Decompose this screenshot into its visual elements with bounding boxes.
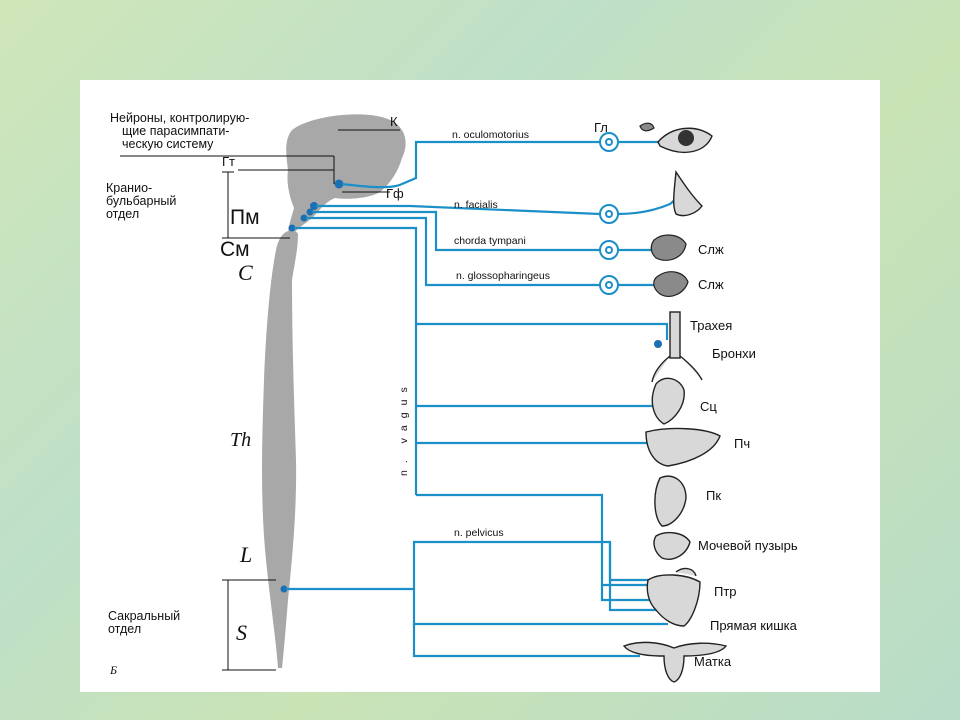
- label-pm: Пм: [230, 206, 260, 229]
- organ-bladder: Мочевой пузырь: [698, 538, 798, 553]
- parasympathetic-diagram: Нейроны, контролирую- щие парасимпати- ч…: [106, 111, 798, 683]
- label-k: К: [390, 114, 398, 129]
- label-l: L: [239, 542, 252, 567]
- pancreas-icon: [654, 475, 687, 527]
- uterus-icon: [622, 641, 728, 683]
- organ-rectum: Прямая кишка: [710, 618, 798, 633]
- nerve-glosso: n. glossopharingeus: [456, 270, 550, 282]
- cranio-label-3: отдел: [106, 207, 139, 221]
- label-gt: Гт: [222, 154, 235, 169]
- brainstem-nuclei: [280, 179, 344, 593]
- liver-icon: [645, 427, 721, 467]
- salivary-gland-icon: [650, 234, 689, 297]
- sacral-label-1: Сакральный: [108, 609, 180, 623]
- label-gl: Гл: [594, 120, 608, 135]
- sacral-label-2: отдел: [108, 622, 141, 636]
- nerve-oculomotorius: n. oculomotorius: [452, 129, 529, 141]
- section-brackets: [120, 129, 400, 671]
- nerve-pelvicus: n. pelvicus: [454, 527, 504, 539]
- neurons-label-3: ческую систему: [122, 137, 214, 151]
- organ-liver: Пч: [734, 436, 750, 451]
- nerve-vagus: n. vagus: [398, 380, 410, 476]
- organ-slzh-1: Слж: [698, 242, 724, 257]
- trachea-bronchi-icon: [651, 311, 703, 383]
- neurons-label-1: Нейроны, контролирую-: [110, 111, 249, 125]
- label-s: S: [236, 620, 247, 645]
- cranio-label-1: Кранио-: [106, 181, 152, 195]
- text-labels: Нейроны, контролирую- щие парасимпати- ч…: [106, 111, 798, 677]
- eye-icon: [639, 122, 713, 153]
- organ-slzh-2: Слж: [698, 277, 724, 292]
- nerve-facialis: n. facialis: [454, 199, 498, 211]
- neurons-label-2: щие парасимпати-: [122, 124, 229, 138]
- organ-pancreas: Пк: [706, 488, 721, 503]
- organ-heart: Сц: [700, 399, 717, 414]
- nerve-chorda: chorda tympani: [454, 235, 526, 247]
- heart-icon: [651, 377, 685, 425]
- label-th: Th: [230, 429, 251, 451]
- label-c: C: [238, 260, 253, 285]
- ganglia: [599, 132, 619, 295]
- label-b: Б: [109, 663, 117, 677]
- brain-and-spinal-cord: [262, 114, 406, 669]
- nose-icon: [673, 169, 703, 217]
- organ-trachea: Трахея: [690, 318, 732, 333]
- intestine-icon: [646, 567, 701, 627]
- organ-uterus: Матка: [694, 654, 732, 669]
- cranio-label-2: бульбарный: [106, 194, 176, 208]
- organ-bronchi: Бронхи: [712, 346, 756, 361]
- label-gf: Гф: [386, 186, 404, 201]
- nerve-pathways: [286, 135, 681, 658]
- label-sm: См: [220, 238, 250, 261]
- organ-intestine: Птр: [714, 584, 737, 599]
- bladder-icon: [653, 531, 691, 560]
- diagram-panel: Нейроны, контролирую- щие парасимпати- ч…: [80, 80, 880, 692]
- organs: [622, 122, 728, 683]
